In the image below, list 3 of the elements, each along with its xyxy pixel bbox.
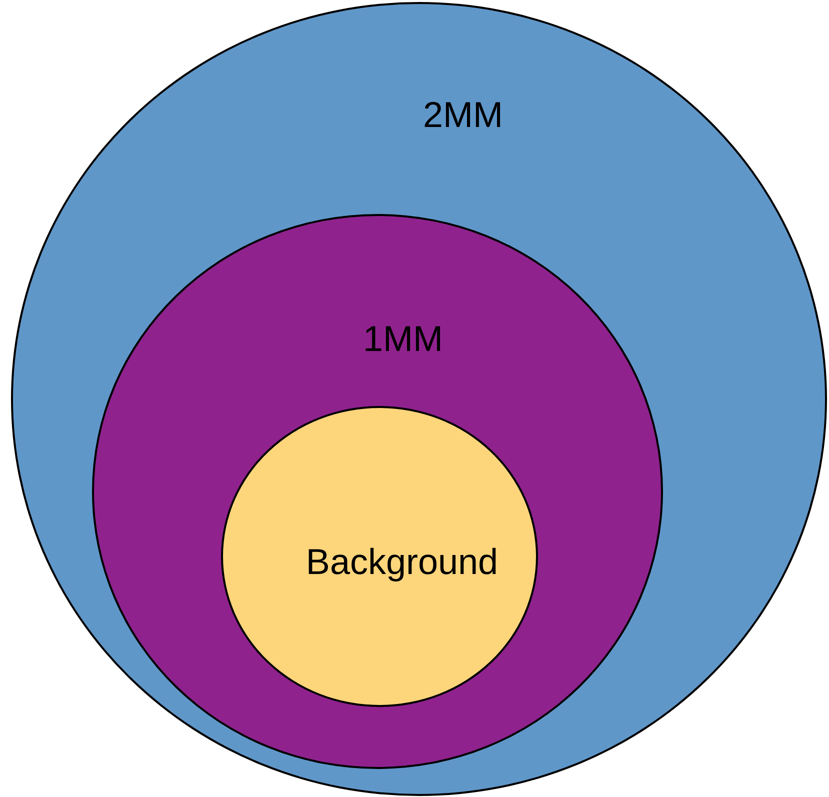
region-label: Background [306,541,498,583]
region-label: 2MM [423,94,503,136]
region-label: 1MM [363,318,443,360]
